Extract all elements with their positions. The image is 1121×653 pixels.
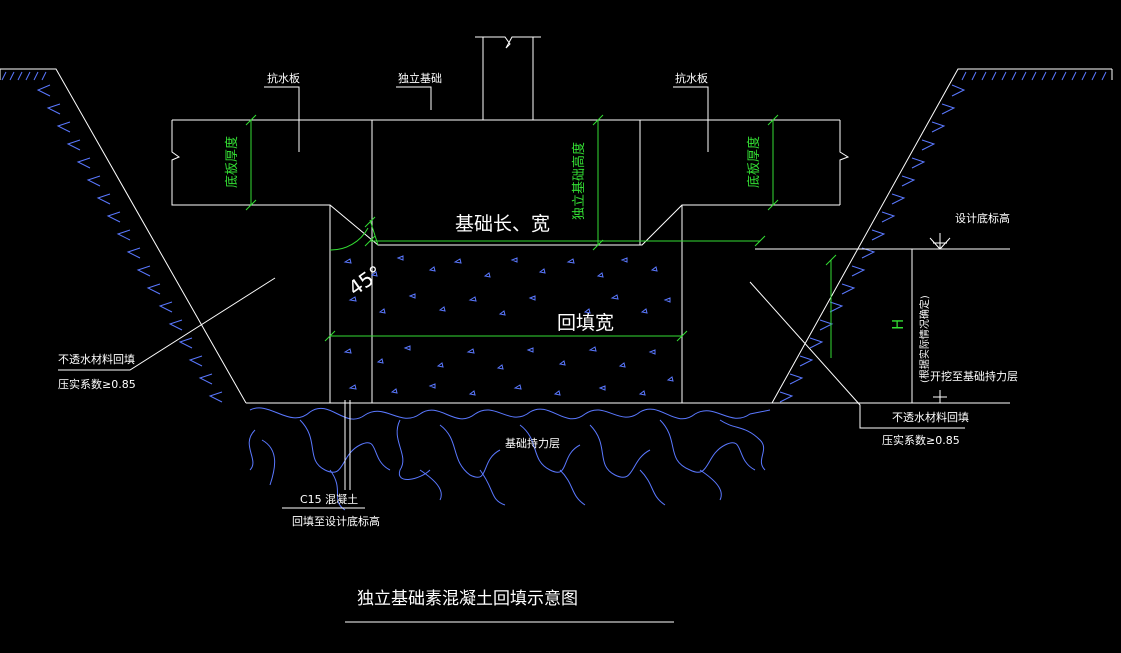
label-slab-thickness-right: 底板厚度 [746, 136, 762, 188]
drawing-title: 独立基础素混凝土回填示意图 [357, 589, 578, 609]
label-right-compaction: 压实系数≥0.85 [882, 433, 960, 447]
label-left-fill-material: 不透水材料回填 [58, 352, 135, 366]
annotations: 抗水板 独立基础 抗水板 底板厚度 独立基础高度 底板厚度 基础长、宽 45° … [58, 71, 1018, 609]
slab-and-foundation-outline [171, 119, 850, 404]
label-excavate-to-bearing: 开挖至基础持力层 [930, 369, 1018, 383]
label-right-fill-material: 不透水材料回填 [892, 410, 969, 424]
label-design-bottom-elevation: 设计底标高 [955, 211, 1010, 225]
label-angle: 45° [344, 261, 387, 301]
label-c15-concrete: C15 混凝土 [300, 492, 358, 506]
label-backfill-width: 回填宽 [557, 312, 614, 334]
label-independent-foundation: 独立基础 [398, 71, 442, 85]
label-left-compaction: 压实系数≥0.85 [58, 377, 136, 391]
leader-lines [58, 86, 1010, 623]
label-slab-thickness-left: 底板厚度 [224, 136, 240, 188]
label-h: H [889, 319, 907, 330]
dimension-lines [245, 114, 837, 358]
label-h-note: (根据实际情况确定) [918, 295, 931, 383]
label-backfill-to-design: 回填至设计底标高 [292, 514, 380, 528]
left-excavation-slope [0, 68, 247, 404]
label-anti-water-left: 抗水板 [267, 71, 300, 85]
label-anti-water-right: 抗水板 [675, 71, 708, 85]
right-excavation-slope [771, 68, 1113, 404]
label-foundation-height: 独立基础高度 [571, 142, 587, 220]
column [475, 36, 541, 120]
bearing-layer-hatch [248, 407, 771, 511]
right-slope-hatch [779, 71, 1107, 403]
left-slope-hatch [1, 71, 223, 403]
label-bearing-layer: 基础持力层 [505, 436, 560, 450]
concrete-stipple [343, 255, 674, 396]
label-foundation-length-width: 基础长、宽 [455, 213, 550, 235]
